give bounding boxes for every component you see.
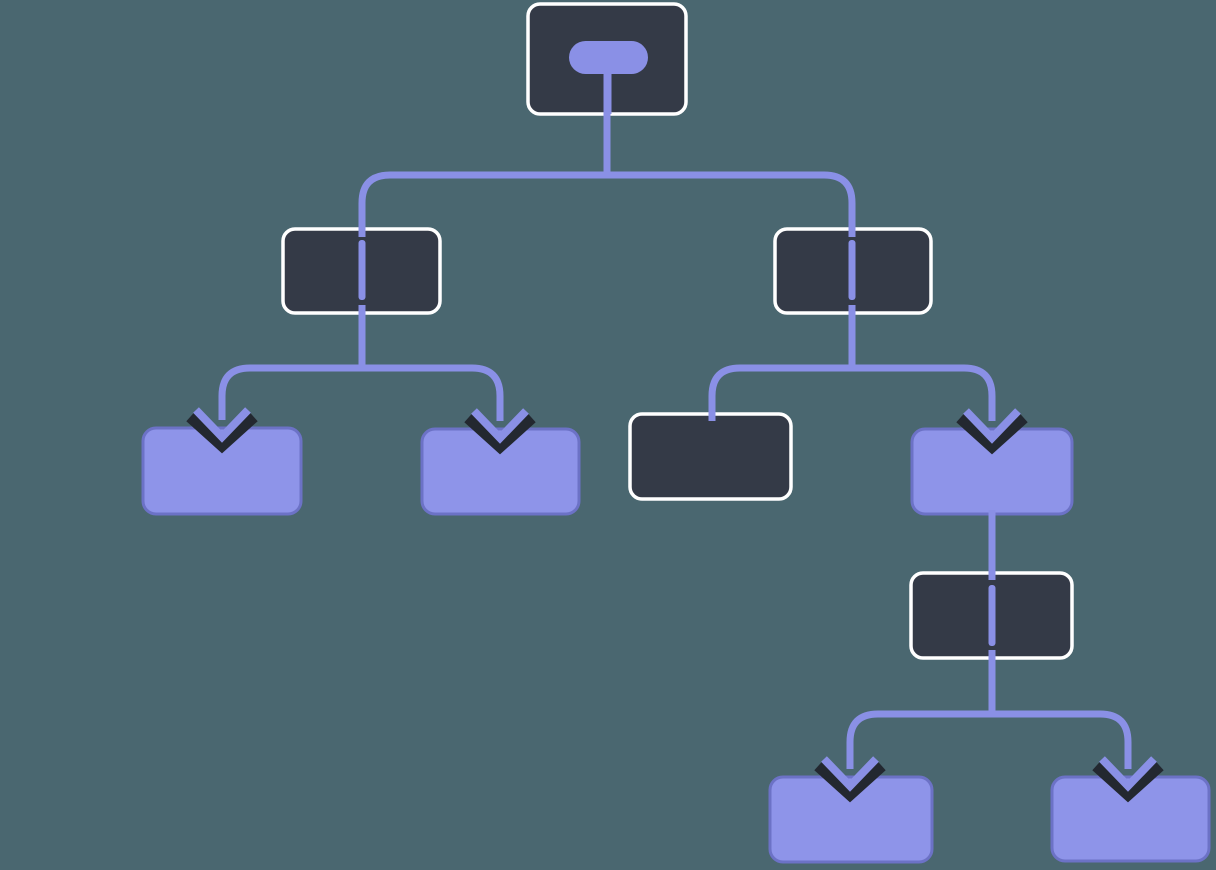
connector-branch-bottom-to-leaf-4 — [992, 710, 1132, 769]
pass-through-bar-icon — [358, 240, 366, 300]
chevron-down-icon — [471, 408, 529, 444]
connector-root-to-branch-left — [358, 171, 607, 237]
node-leaf-1[interactable] — [141, 426, 303, 516]
chevron-dark-icon — [464, 411, 536, 455]
pill-stem-icon — [603, 70, 612, 114]
arrow-chevrons — [193, 407, 1157, 792]
chevron-dark-icon — [1092, 759, 1164, 803]
chevron-dark-icon — [186, 410, 258, 454]
connectors — [218, 96, 1132, 769]
connector-branch-right-to-child-dark — [708, 364, 852, 421]
chevron-down-icon — [193, 407, 251, 443]
chevron-down-icon — [1099, 756, 1157, 792]
node-leaf-3[interactable] — [768, 775, 934, 864]
connector-root-to-branch-right — [607, 171, 856, 237]
node-child-dark[interactable] — [628, 412, 793, 501]
pass-through-bar-icon — [848, 240, 856, 300]
arrow-shadow-chevrons — [186, 410, 1164, 803]
chevron-down-icon — [821, 756, 879, 792]
chevron-dark-icon — [956, 411, 1028, 455]
connector-branch-left-to-leaf-1 — [218, 364, 362, 420]
connector-branch-right-to-child-purple — [852, 364, 996, 421]
chevron-dark-icon — [814, 759, 886, 803]
node-leaf-4[interactable] — [1050, 775, 1211, 863]
node-icons — [358, 41, 996, 646]
node-leaf-2[interactable] — [420, 427, 581, 516]
connector-branch-bottom-to-leaf-3 — [846, 710, 992, 769]
nodes — [141, 2, 1211, 864]
pill-icon — [569, 41, 648, 74]
pass-through-bar-icon — [988, 585, 996, 646]
chevron-down-icon — [963, 408, 1021, 444]
connector-branch-left-to-leaf-2 — [362, 364, 504, 421]
